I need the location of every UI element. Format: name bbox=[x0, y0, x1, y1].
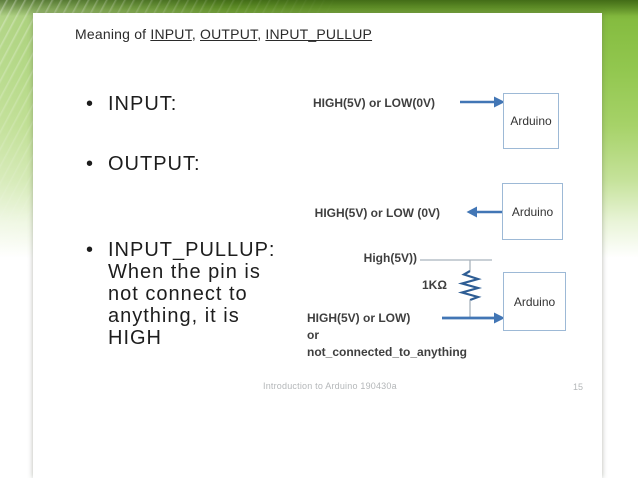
arduino-box-1-label: Arduino bbox=[510, 114, 552, 128]
pullup-circuit-diagram bbox=[420, 259, 505, 324]
footer-doc-title: Introduction to Arduino 190430a bbox=[263, 381, 397, 391]
page-number: 15 bbox=[573, 382, 584, 392]
arduino-box-3: Arduino bbox=[503, 272, 566, 331]
bullet-input-pullup: • INPUT_PULLUP: When the pin is not conn… bbox=[86, 239, 276, 349]
bullet-line: HIGH bbox=[108, 327, 162, 349]
bullet-input-pullup-text: INPUT_PULLUP: When the pin is not connec… bbox=[108, 239, 276, 349]
title-prefix: Meaning of bbox=[75, 26, 151, 42]
diagram1-signal-label: HIGH(5V) or LOW(0V) bbox=[313, 96, 435, 110]
arrow-right-head bbox=[494, 312, 505, 324]
bullet-input: • INPUT: bbox=[86, 93, 177, 115]
bullet-line: INPUT_PULLUP: bbox=[108, 239, 276, 261]
bullet-line: not connect to bbox=[108, 283, 248, 305]
arduino-box-3-label: Arduino bbox=[513, 294, 556, 309]
title-term-input-pullup: INPUT_PULLUP bbox=[265, 26, 373, 42]
arduino-box-2-label: Arduino bbox=[511, 204, 554, 219]
title-separator: , bbox=[257, 26, 266, 42]
bullet-output: • OUTPUT: bbox=[86, 153, 201, 175]
diagram3-signal-label: HIGH(5V) or LOW) or not_connected_to_any… bbox=[307, 310, 467, 361]
title-term-input: INPUT bbox=[150, 26, 192, 42]
arrow-left-icon bbox=[466, 206, 504, 218]
title-term-output: OUTPUT bbox=[200, 26, 258, 42]
bullet-line: anything, it is bbox=[108, 305, 240, 327]
bullet-input-label: INPUT: bbox=[108, 93, 178, 115]
title-separator: , bbox=[191, 26, 200, 42]
arduino-box-1: Arduino bbox=[503, 93, 559, 149]
bullet-dot: • bbox=[86, 93, 94, 115]
arduino-box-2: Arduino bbox=[502, 183, 563, 240]
diagram3-signal-line: or bbox=[307, 328, 319, 342]
slide-title: Meaning of INPUT, OUTPUT, INPUT_PULLUP bbox=[75, 26, 372, 42]
bullet-output-label: OUTPUT: bbox=[108, 153, 201, 175]
slide-surface: Meaning of INPUT, OUTPUT, INPUT_PULLUP •… bbox=[33, 13, 602, 478]
bullet-dot: • bbox=[86, 153, 94, 175]
diagram3-pullup-label: High(5V)) bbox=[363, 251, 417, 265]
diagram3-resistor-label: 1KΩ bbox=[422, 278, 447, 292]
diagram2-signal-label: HIGH(5V) or LOW (0V) bbox=[314, 206, 440, 220]
diagram3-signal-line: HIGH(5V) or LOW) bbox=[307, 311, 411, 325]
diagram3-signal-line: not_connected_to_anything bbox=[307, 345, 468, 359]
arrow-right-icon bbox=[460, 96, 505, 108]
bullet-line: When the pin is bbox=[108, 261, 261, 283]
bullet-dot: • bbox=[86, 239, 94, 261]
resistor-icon bbox=[457, 270, 483, 302]
